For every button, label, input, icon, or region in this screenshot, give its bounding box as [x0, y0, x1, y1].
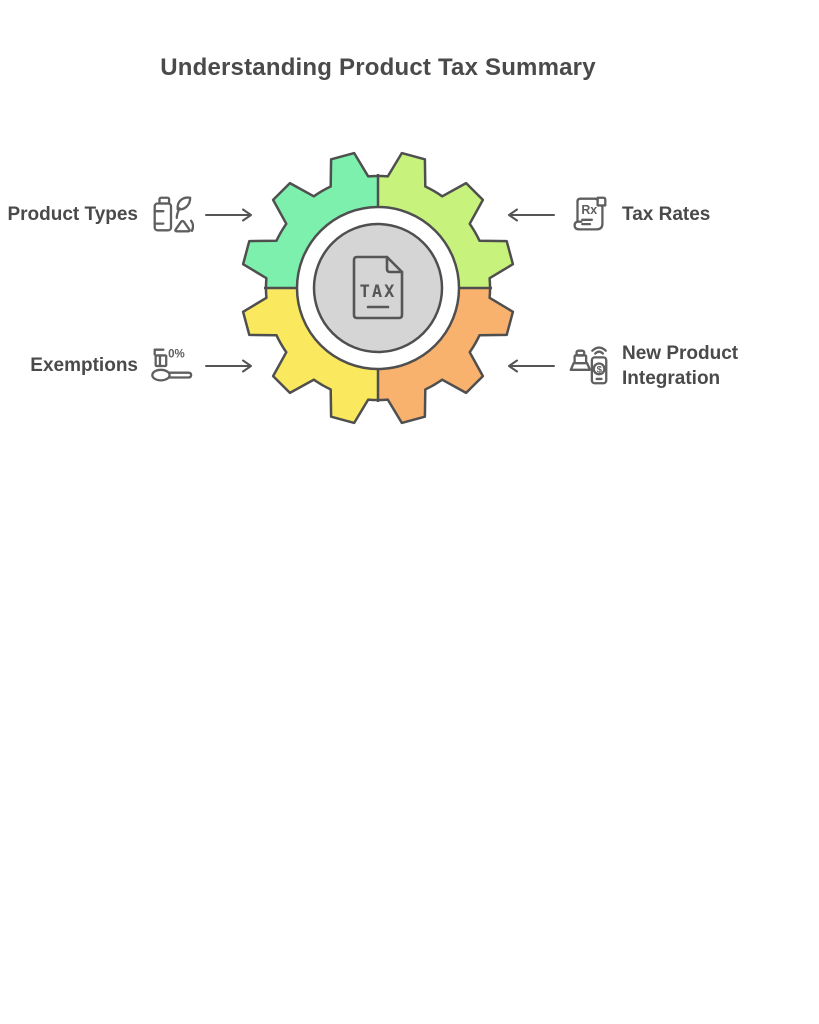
arrow-left-new-product — [508, 359, 555, 373]
gear-diagram: TAX — [241, 151, 515, 425]
page-title: Understanding Product Tax Summary — [160, 54, 596, 81]
products-icon-motion-arc — [189, 219, 194, 232]
gear-quadrant-tax-rates — [378, 153, 513, 288]
arrow-left-tax-rates — [508, 208, 555, 222]
tax-receipt-rx-label: Rx — [581, 203, 597, 217]
phone-dollar-label: $ — [597, 364, 603, 375]
wifi-arc-large — [591, 346, 607, 352]
products-icon-bottle-body — [153, 202, 173, 232]
arrow-right-exemptions — [205, 359, 252, 373]
gear-quadrant-new-product-integration — [378, 288, 513, 423]
phone-body — [590, 356, 608, 385]
phone-dollar-circle — [592, 362, 606, 376]
gear-diagram-wrap: TAX — [228, 138, 528, 438]
hub-circle — [312, 222, 444, 354]
tax-receipt-body — [576, 197, 604, 231]
gear-quadrant-product-types — [243, 153, 378, 288]
spoon-bowl — [151, 368, 171, 382]
callout-tax-rates-label: Tax Rates — [622, 204, 711, 226]
wifi-arc-small — [594, 350, 605, 355]
tax-document-label: TAX — [360, 282, 397, 302]
spoon-handle — [168, 371, 193, 379]
tax-document-fold — [385, 255, 404, 274]
callout-exemptions-label: Exemptions — [30, 355, 138, 377]
arrow-right-product-types — [205, 208, 252, 222]
products-icon — [153, 196, 194, 233]
tax-document-outline — [352, 255, 404, 320]
register-base — [569, 361, 592, 371]
tax-receipt-curl — [573, 220, 583, 231]
products-icon-nut — [174, 219, 191, 233]
callout-tax-rates: Rx Tax Rates — [504, 186, 710, 244]
tax-document-icon — [352, 255, 404, 320]
tax-receipt-icon: Rx — [573, 196, 607, 231]
products-icon-leaf-stem — [175, 207, 181, 220]
gear-hub: TAX — [312, 222, 444, 354]
callout-exemptions: Exemptions 0% — [0, 337, 256, 395]
pos-phone-icon: $ — [569, 346, 608, 385]
gear-body — [241, 151, 515, 425]
sugar-pack-bracket — [153, 348, 165, 356]
callout-new-product-label: New Product Integration — [622, 342, 739, 389]
gear-quadrant-exemptions — [243, 288, 378, 423]
products-icon-leaf — [176, 196, 192, 211]
callout-new-product-integration: $ New Product Integration — [504, 337, 754, 395]
callout-product-types-label: Product Types — [7, 204, 138, 226]
callout-product-types: Product Types — [0, 186, 256, 244]
zero-percent-spoon-icon: 0% — [151, 348, 193, 382]
zero-percent-label: 0% — [168, 348, 185, 360]
tax-receipt-tab — [596, 196, 607, 207]
